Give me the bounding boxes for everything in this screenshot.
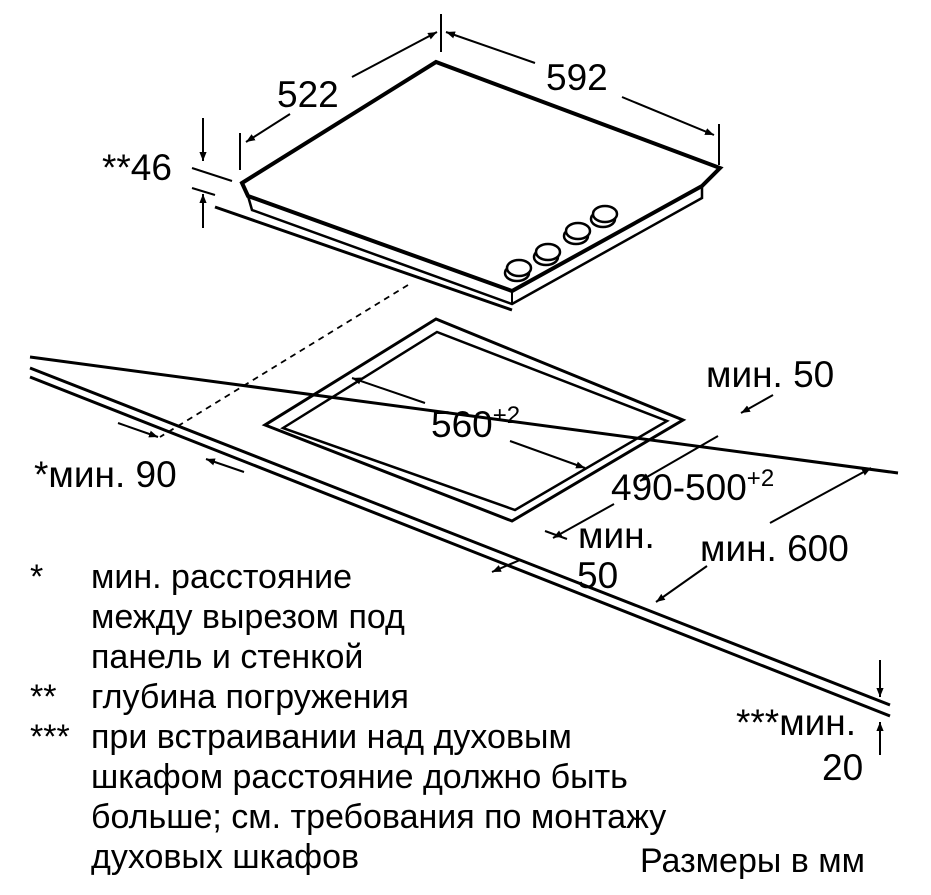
hob-dimensions: 522 592 **46 (102, 14, 720, 228)
knob-icon (562, 221, 592, 246)
worktop-drawing (29, 284, 899, 718)
knob-icon (532, 242, 562, 267)
footnote-mark: * (30, 558, 44, 596)
dim-522-line-b (351, 31, 438, 78)
footnote-line: панель и стенкой (91, 638, 364, 676)
dim-592-line-a (445, 31, 536, 64)
cutout-dimensions: 560+2 490-500+2 (351, 377, 774, 539)
footnote-text: при встраивании над духовым шкафом расст… (91, 717, 666, 877)
dim-min-rear-label: мин. 50 (706, 354, 834, 395)
footnote-line: мин. расстояние (91, 558, 353, 596)
worktop-cutout-inner (280, 330, 670, 512)
clearance-dimensions: мин. 50 *мин. 90 мин. 50 мин. 600 ***мин… (34, 354, 884, 788)
dim-522-line-a (245, 113, 291, 143)
dim-592-line-b (621, 96, 715, 136)
footnote-line: шкафом расстояние должно быть (91, 758, 628, 796)
footnote-line: между вырезом под (91, 598, 405, 636)
dim-cutout-width-label: 560+2 (431, 402, 520, 445)
dim-immersion-depth-label: **46 (102, 147, 172, 188)
worktop-back-edge (29, 355, 899, 475)
dim-min-side-label: *мин. 90 (34, 454, 177, 495)
knob-icon (503, 258, 533, 283)
hob-immersion-line (214, 205, 513, 312)
worktop-front-top-edge (29, 366, 891, 707)
footnote-line: больше; см. требования по монтажу (91, 798, 667, 836)
dim-cutout-depth-label: 490-500+2 (611, 465, 774, 508)
footnote-line: духовых шкафов (91, 838, 360, 876)
hob-to-cutout-guide (159, 284, 409, 438)
control-knobs (503, 204, 619, 283)
footnote-mark: ** (30, 678, 57, 716)
footnote-line: при встраивании над духовым (91, 718, 572, 756)
hob-body-side (246, 186, 704, 306)
dim-hob-width-label: 592 (546, 57, 608, 98)
dim-hob-depth-label: 522 (277, 74, 339, 115)
knob-icon (589, 204, 619, 229)
footnote-3: *** при встраивании над духовым шкафом р… (30, 717, 666, 877)
worktop-cutout (261, 317, 687, 523)
hob-drawing (214, 59, 724, 312)
footnote-2: ** глубина погружения (30, 677, 666, 717)
footnote-mark: *** (30, 718, 70, 756)
footnote-1: * мин. расстояние между вырезом под пане… (30, 557, 666, 677)
dim-min-below-word: ***мин. (736, 702, 856, 743)
footnote-line: глубина погружения (91, 678, 409, 716)
dim-min-below-value: 20 (822, 747, 863, 788)
dim-min-front-word: мин. (578, 515, 655, 556)
units-caption: Размеры в мм (640, 842, 866, 880)
worktop-front-bottom-edge (29, 375, 891, 718)
dim-min-front-value: 50 (577, 555, 618, 596)
dim-min-worktop-depth-label: мин. 600 (700, 528, 849, 569)
footnote-text: глубина погружения (91, 677, 409, 717)
footnote-text: мин. расстояние между вырезом под панель… (91, 557, 405, 677)
footnotes: * мин. расстояние между вырезом под пане… (30, 557, 666, 877)
